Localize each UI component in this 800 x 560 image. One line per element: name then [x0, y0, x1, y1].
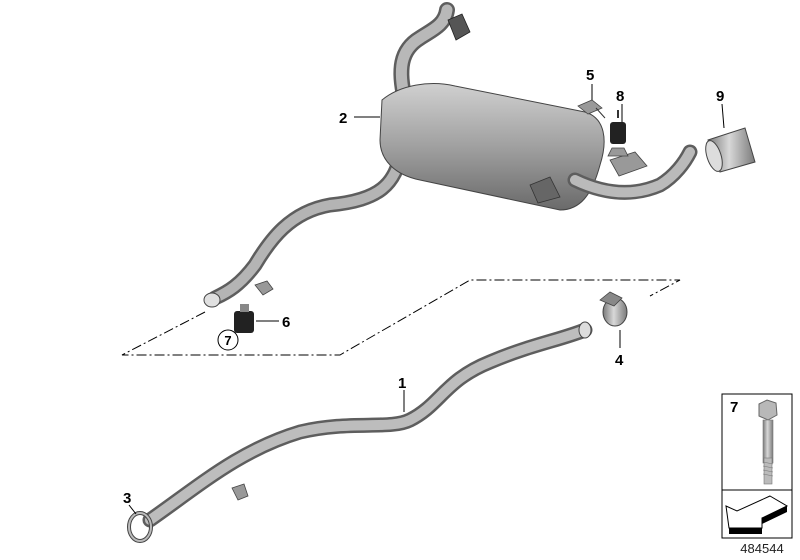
circled-label-7: 7	[224, 333, 231, 348]
direction-arrow-icon	[725, 495, 789, 534]
rubber-mount-6	[234, 304, 254, 333]
assembly-outline	[121, 279, 681, 356]
part-label-9: 9	[716, 88, 724, 105]
part-label-2: 2	[339, 110, 347, 127]
center-pipe	[203, 142, 410, 308]
leader-lines	[128, 84, 725, 515]
inset-box: 7	[721, 393, 793, 539]
bracket	[577, 99, 606, 119]
reference-number: 484544	[740, 541, 783, 556]
part-label-1: 1	[398, 375, 406, 392]
part-label-5: 5	[586, 67, 594, 84]
inset-label-7: 7	[730, 399, 738, 416]
part-label-8: 8	[616, 88, 624, 105]
circled-label-ring	[217, 329, 239, 351]
part-label-3: 3	[123, 490, 131, 507]
pipe-clamp-4	[599, 291, 628, 327]
front-pipe	[142, 321, 593, 528]
left-tailpipe	[393, 2, 471, 108]
rubber-mount	[607, 110, 629, 157]
right-tailpipe	[567, 144, 698, 200]
part-label-6: 6	[282, 314, 290, 331]
exhaust-tip	[705, 127, 756, 173]
part-label-4: 4	[615, 352, 624, 369]
pipe-clamp-3	[127, 511, 153, 543]
rear-silencer	[379, 83, 605, 211]
bolt-icon	[758, 399, 778, 485]
